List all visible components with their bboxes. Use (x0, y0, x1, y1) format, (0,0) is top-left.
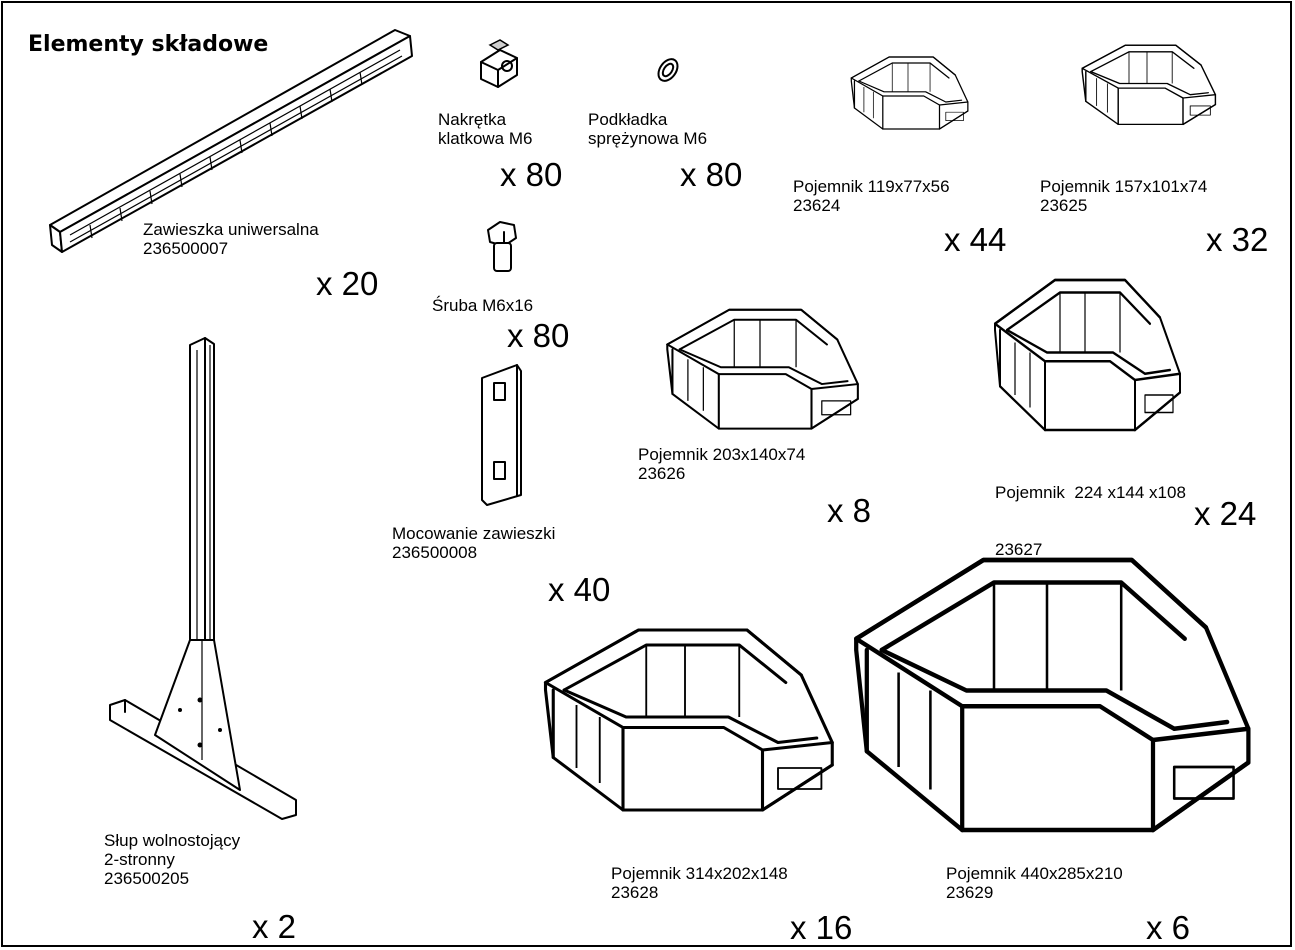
bin-23625-name: Pojemnik 157x101x74 (1040, 177, 1208, 196)
bin-23626-drawing (666, 308, 859, 430)
bin-23624-drawing (850, 56, 969, 130)
post-label: Słup wolnostojący 2-stronny 236500205 (104, 831, 240, 888)
bin-23624-code: 23624 (793, 196, 841, 215)
post-name-line2: 2-stronny (104, 850, 175, 869)
washer-name-line1: Podkładka (588, 110, 668, 129)
rail-label: Zawieszka uniwersalna 236500007 (143, 220, 319, 258)
mount-name: Mocowanie zawieszki (392, 524, 556, 543)
bin-23626-quantity: x 8 (827, 492, 872, 529)
cagenut-quantity: x 80 (500, 156, 563, 193)
rail-code: 236500007 (143, 239, 229, 258)
post-code: 236500205 (104, 869, 190, 888)
washer-drawing (657, 58, 679, 82)
bin-23629-drawing (856, 560, 1248, 830)
washer-name-line2: sprężynowa M6 (588, 129, 708, 148)
post-quantity: x 2 (252, 908, 297, 945)
bin-23624-label: Pojemnik 119x77x56 23624 (793, 177, 950, 215)
mount-plate-drawing (481, 364, 522, 506)
post-drawing (109, 337, 297, 820)
bin-23628-name: Pojemnik 314x202x148 (611, 864, 788, 883)
rail-quantity: x 20 (316, 265, 379, 302)
screw-drawing (487, 221, 517, 272)
bin-23627-code: 23627 (995, 540, 1043, 559)
bin-23624-quantity: x 44 (944, 221, 1007, 258)
screw-name: Śruba M6x16 (432, 296, 534, 315)
bin-23625-label: Pojemnik 157x101x74 23625 (1040, 177, 1207, 215)
bin-23629-code: 23629 (946, 883, 994, 902)
mount-code: 236500008 (392, 543, 478, 562)
bin-23625-code: 23625 (1040, 196, 1088, 215)
cagenut-name-line2: klatkowa M6 (438, 129, 533, 148)
cagenut-name-line1: Nakrętka (438, 110, 507, 129)
bin-23628-label: Pojemnik 314x202x148 23628 (611, 864, 788, 902)
bin-23628-code: 23628 (611, 883, 659, 902)
screw-quantity: x 80 (507, 317, 570, 354)
bin-23626-code: 23626 (638, 464, 686, 483)
bin-23628-drawing (543, 628, 834, 812)
bin-23629-quantity: x 6 (1146, 909, 1191, 946)
bin-23625-drawing (1081, 44, 1217, 126)
cagenut-label: Nakrętka klatkowa M6 (438, 110, 532, 148)
bin-23627-label: Pojemnik 224 x144 x108 23627 (995, 445, 1186, 578)
mount-label: Mocowanie zawieszki 236500008 (392, 524, 555, 562)
bin-23629-name: Pojemnik 440x285x210 (946, 864, 1123, 883)
post-name-line1: Słup wolnostojący (104, 831, 241, 850)
diagram-title: Elementy składowe (28, 32, 269, 57)
bin-23627-name: Pojemnik 224 x144 x108 (995, 483, 1186, 502)
rail-drawing (49, 29, 413, 253)
washer-label: Podkładka sprężynowa M6 (588, 110, 707, 148)
bin-23628-quantity: x 16 (790, 909, 853, 946)
bin-23629-label: Pojemnik 440x285x210 23629 (946, 864, 1123, 902)
bin-23627-drawing (993, 278, 1182, 432)
bin-23627-quantity: x 24 (1194, 495, 1257, 532)
bin-23626-name: Pojemnik 203x140x74 (638, 445, 806, 464)
cage-nut-drawing (480, 39, 518, 88)
bin-23626-label: Pojemnik 203x140x74 23626 (638, 445, 805, 483)
bin-23625-quantity: x 32 (1206, 221, 1269, 258)
washer-quantity: x 80 (680, 156, 743, 193)
bin-23624-name: Pojemnik 119x77x56 (793, 177, 950, 196)
rail-name: Zawieszka uniwersalna (143, 220, 319, 239)
mount-quantity: x 40 (548, 571, 611, 608)
